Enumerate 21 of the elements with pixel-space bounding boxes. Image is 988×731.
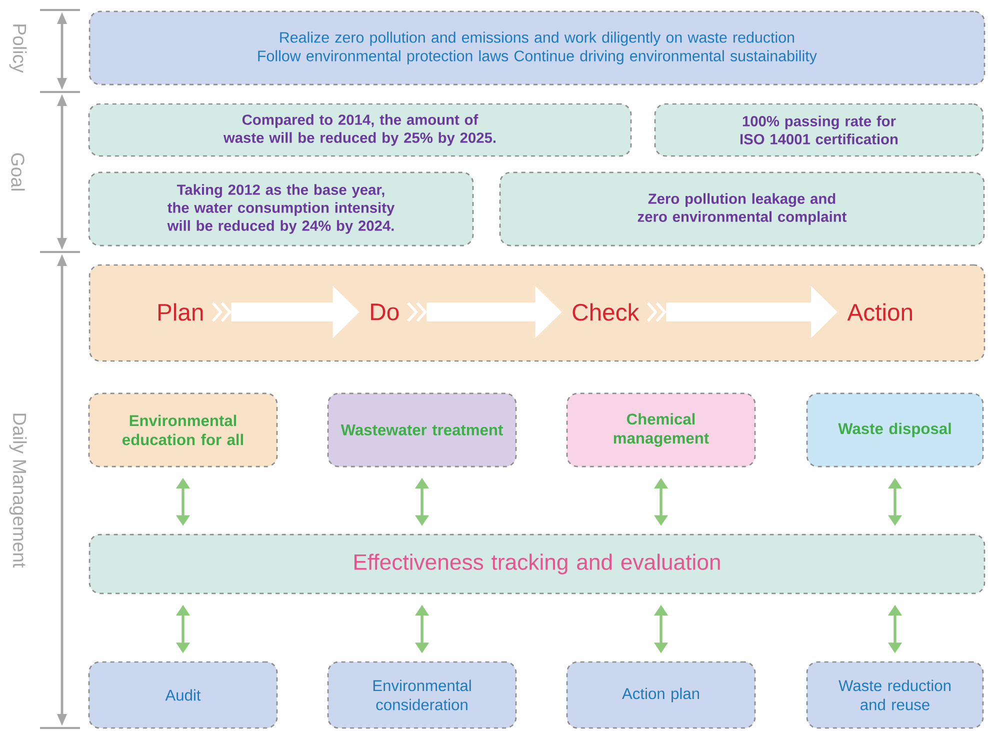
topic-box: Waste disposal xyxy=(806,392,984,468)
goal-box: 100% passing rate for ISO 14001 certification xyxy=(654,103,984,157)
step-label: Check xyxy=(572,303,640,321)
section-label: Daily Management xyxy=(9,414,27,568)
step-label: Action xyxy=(847,303,912,321)
goal-box: Compared to 2014, the amount of waste will be reduced by 25% by 2025. xyxy=(88,103,632,157)
topic-box: Environmental education for all xyxy=(88,392,278,468)
action-box: Action plan xyxy=(566,661,756,729)
goal-box: Taking 2012 as the base year, the water consumption intensity will be reduced by 24% by 2024. xyxy=(88,172,474,246)
goal-box: Zero pollution leakage and zero environmental complaint xyxy=(499,172,985,246)
tracking-box: Effectiveness tracking and evaluation xyxy=(88,534,986,594)
topic-box: Wastewater treatment xyxy=(327,392,517,468)
action-box: Environmental consideration xyxy=(327,661,517,729)
step-label: Do xyxy=(371,304,399,320)
action-box: Audit xyxy=(88,661,278,729)
section-label: Policy xyxy=(9,24,27,73)
topic-box: Chemical management xyxy=(566,392,756,468)
step-label: Plan xyxy=(158,303,203,321)
action-box: Waste reduction and reuse xyxy=(806,661,984,729)
policy-box: Realize zero pollution and emissions and work diligently on waste reduction Follow environmental protection laws Continue driving environmental sustainability xyxy=(88,10,986,86)
section-label: Goal xyxy=(11,153,25,190)
